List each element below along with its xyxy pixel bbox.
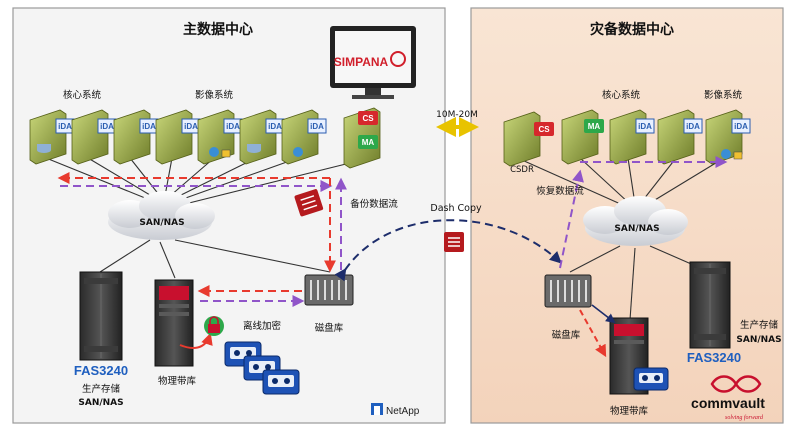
encryption-lock-icon [204,316,224,336]
dr-server-4: iDA [657,109,703,165]
dr-purple-up-arrow [559,169,584,269]
main-cs-ma-server: CS MA [343,107,381,169]
dr-fas3240-rack [689,261,731,349]
main-server-7: iDA [281,109,327,165]
dr-center-title: 灾备数据中心 [590,21,674,38]
simpana-monitor-icon: SIMPANA [330,26,416,99]
commvault-text: commvault [691,395,765,411]
tape-cartridges-icon [224,341,300,395]
main-server-row: iDA iDA iDA iDA iDA iD [29,107,381,169]
netapp-logo: NetApp [371,403,420,417]
ida-badge: iDA [268,122,282,131]
ida-badge: iDA [226,122,240,131]
tape-curve-arrow [179,332,213,349]
dr-server-3: iDA [609,109,655,165]
main-storage-sub-label: SAN/NAS [78,398,123,408]
commvault-logo: commvault solving forward [691,375,765,421]
dr-san-nas-cloud: SAN/NAS [583,196,688,246]
ma-badge: MA [362,138,375,147]
dash-copy-policy-icon [444,232,464,252]
main-san-nas-cloud: SAN/NAS [108,191,215,240]
dr-csdr-server: CS [503,111,554,167]
dr-disk-library-label: 磁盘库 [552,329,581,341]
dr-san-nas-label: SAN/NAS [614,224,659,234]
main-disk-library-label: 磁盘库 [315,322,344,334]
main-fas3240-rack [79,271,123,361]
main-server-1: iDA [29,109,75,165]
main-san-nas-label: SAN/NAS [139,218,184,228]
bandwidth-label: 10M-20M [436,110,478,120]
dr-image-system-label: 影像系统 [704,89,743,101]
dr-disk-to-tape-arrow [579,309,607,358]
main-center-title: 主数据中心 [183,21,253,38]
dr-server-links [521,157,725,321]
main-image-system-label: 影像系统 [195,89,234,101]
dash-copy-arrow [334,219,562,282]
restore-flow-label: 恢复数据流 [536,185,584,197]
main-disk-library [304,274,354,306]
dr-fas3240-label: FAS3240 [687,350,741,365]
main-fas3240-label: FAS3240 [74,363,128,378]
main-storage-label: 生产存储 [82,383,121,395]
dr-ma-badge: MA [588,122,601,131]
main-server-links [45,157,363,279]
main-server-4: iDA [155,109,201,165]
netapp-text: NetApp [386,406,420,417]
commvault-tagline: solving forward [725,414,764,421]
ida-badge: iDA [184,122,198,131]
ida-badge: iDA [686,122,700,131]
dr-ma-server: MA [561,109,604,165]
main-tape-library [154,279,194,367]
dr-tape-cartridge-icon [633,367,669,391]
dr-tape-library [609,317,649,395]
ida-badge: iDA [310,122,324,131]
ida-badge: iDA [142,122,156,131]
main-server-6: iDA [239,109,285,165]
ida-badge: iDA [58,122,72,131]
dr-server-5: iDA [705,109,751,165]
main-server-5: iDA [197,109,243,165]
dr-storage-sub-label: SAN/NAS [736,335,781,345]
ida-badge: iDA [734,122,748,131]
dr-tape-library-label: 物理带库 [610,405,649,417]
encrypt-label: 离线加密 [243,320,282,332]
dr-storage-label: 生产存储 [740,319,779,331]
dr-disk-tape-link [591,304,616,324]
dr-core-system-label: 核心系统 [602,89,641,101]
dr-disk-library [544,274,592,308]
main-core-system-label: 核心系统 [63,89,102,101]
csdr-label: CSDR [510,165,534,175]
backup-policy-icon [294,189,324,217]
dr-cs-badge: CS [538,125,550,134]
ida-badge: iDA [638,122,652,131]
cs-badge: CS [362,114,374,123]
dr-server-row: CS MA iDA iDA iDA [503,109,751,167]
backup-flow-label: 备份数据流 [350,198,398,210]
main-tape-library-label: 物理带库 [158,375,197,387]
ida-badge: iDA [100,122,114,131]
dash-copy-label: Dash Copy [430,203,482,214]
simpana-logo-text: SIMPANA [334,55,389,69]
